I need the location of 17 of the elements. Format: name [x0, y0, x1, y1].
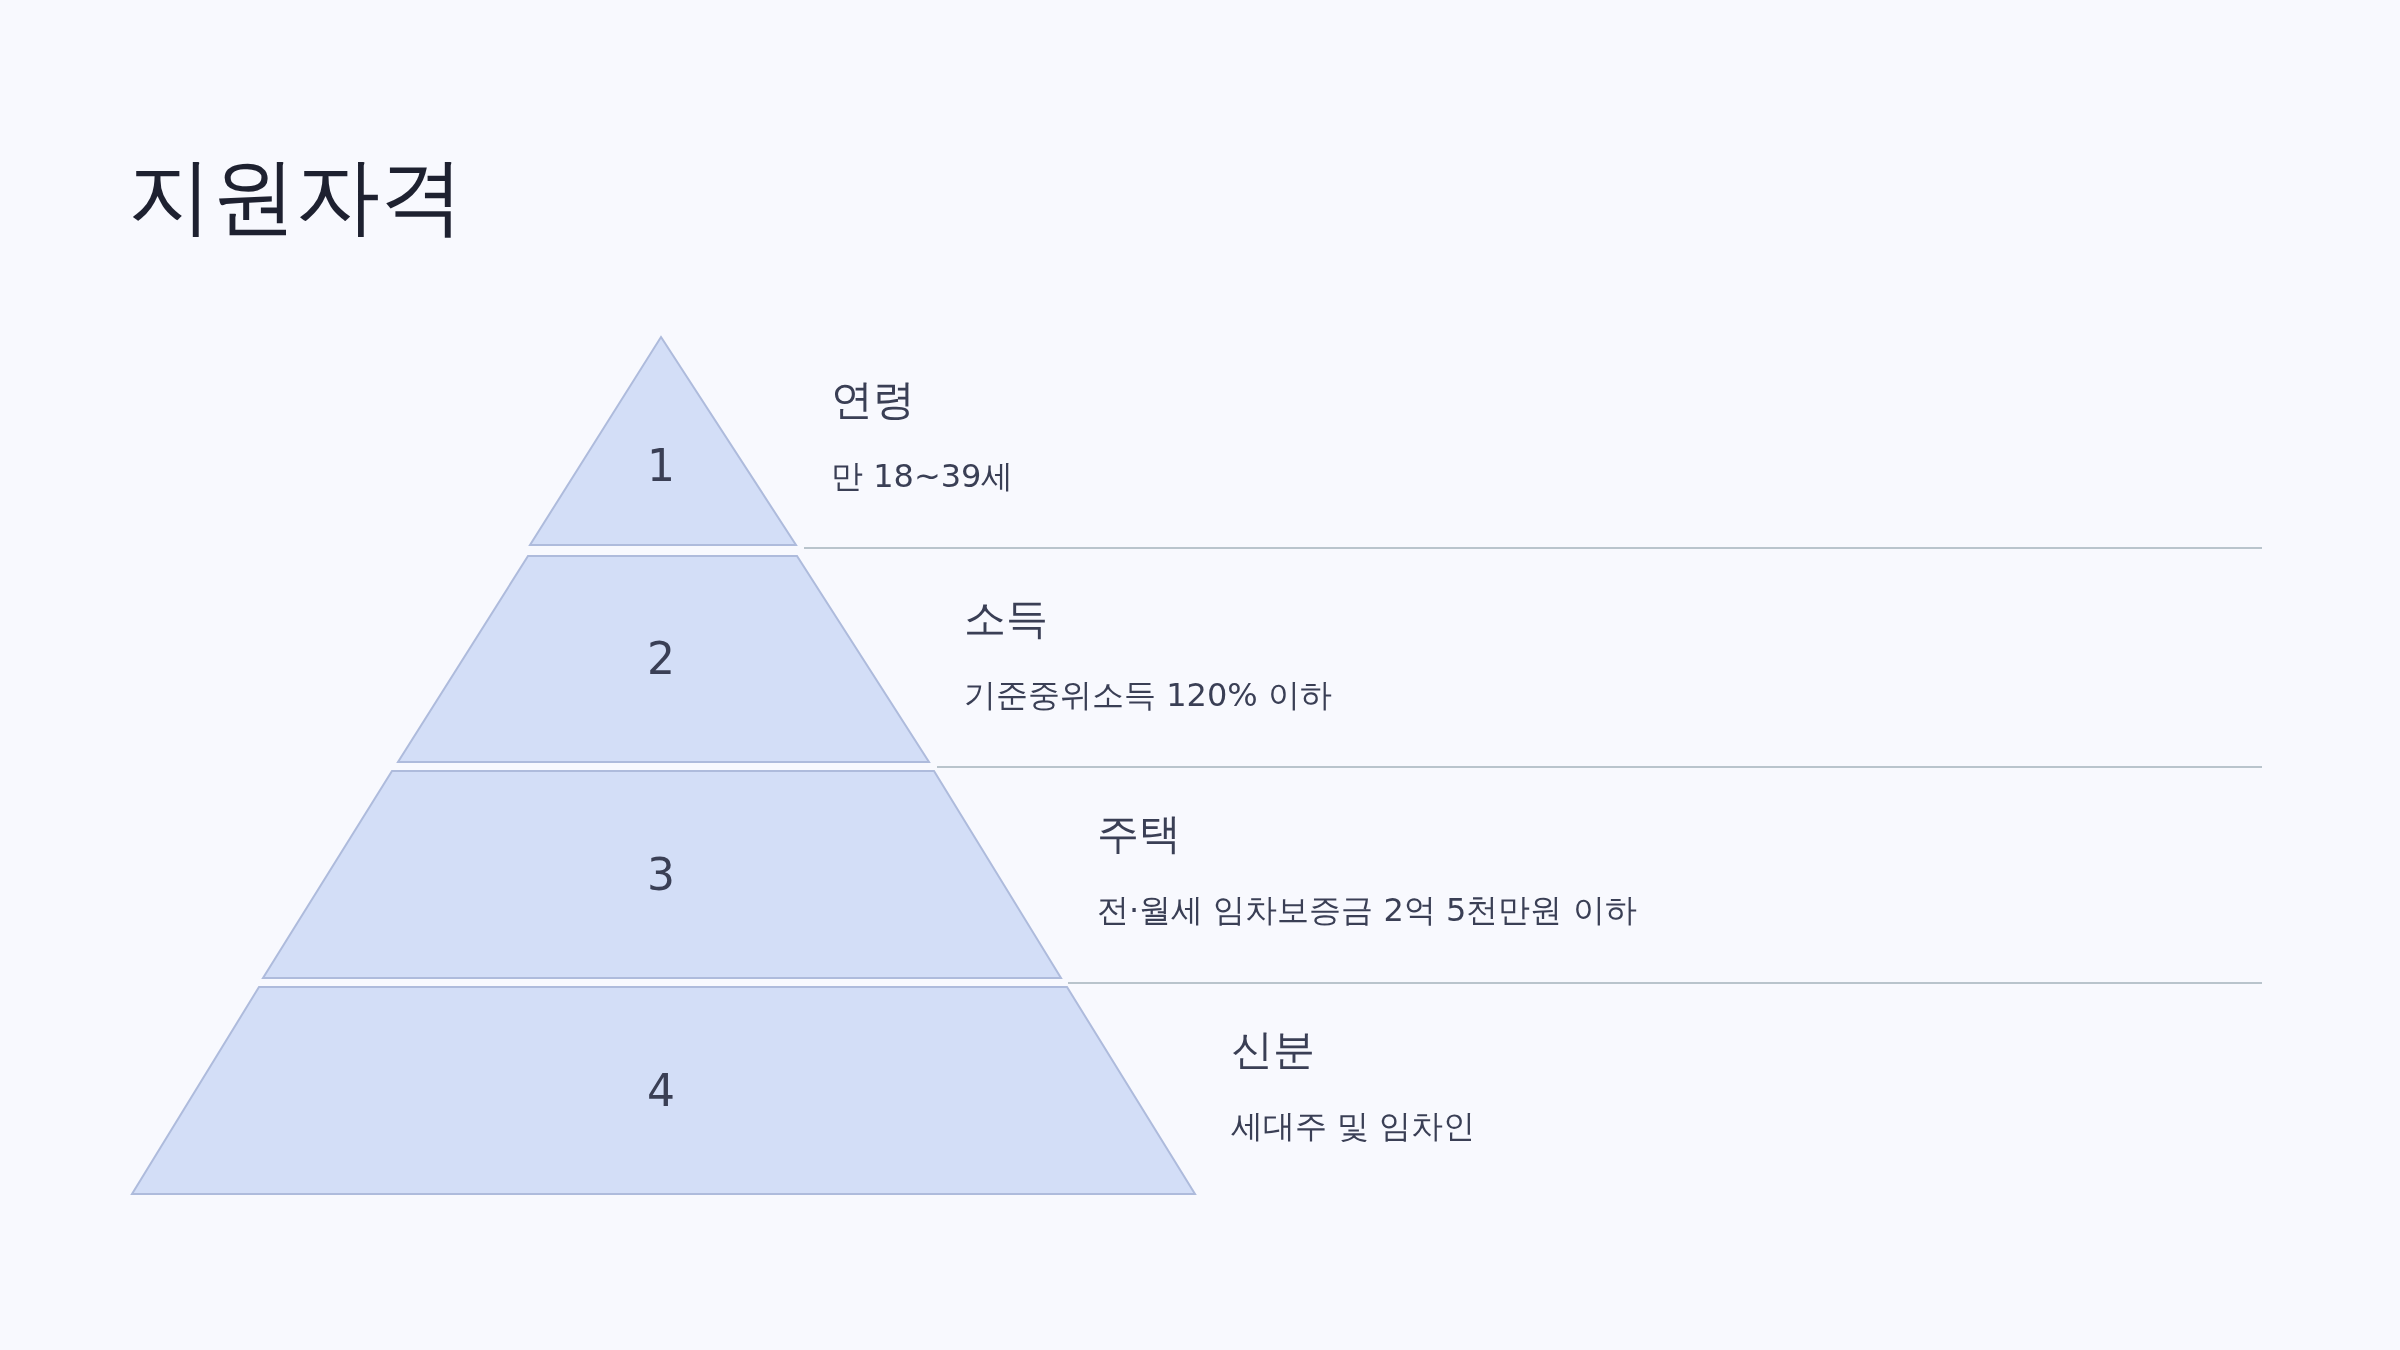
tier-heading: 신분	[1231, 1025, 1315, 1076]
slide-title: 지원자격	[128, 150, 464, 243]
tier-number: 1	[647, 443, 675, 488]
tier-description: 세대주 및 임차인	[1231, 1107, 1476, 1146]
tier-heading: 소득	[964, 594, 1048, 645]
tier-heading: 주택	[1097, 809, 1181, 860]
pyramid-tier	[132, 987, 1195, 1194]
tier-number: 3	[647, 852, 675, 897]
tier-number: 2	[647, 637, 675, 681]
tier-description: 전·월세 임차보증금 2억 5천만원 이하	[1097, 891, 1637, 930]
pyramid-tier	[263, 771, 1061, 978]
tier-number: 4	[647, 1068, 675, 1113]
tier-description: 기준중위소득 120% 이하	[964, 676, 1332, 715]
tier-heading: 연령	[831, 375, 915, 426]
pyramid-tier	[398, 556, 929, 762]
tier-description: 만 18~39세	[831, 457, 1014, 496]
pyramid-tier	[530, 337, 796, 545]
